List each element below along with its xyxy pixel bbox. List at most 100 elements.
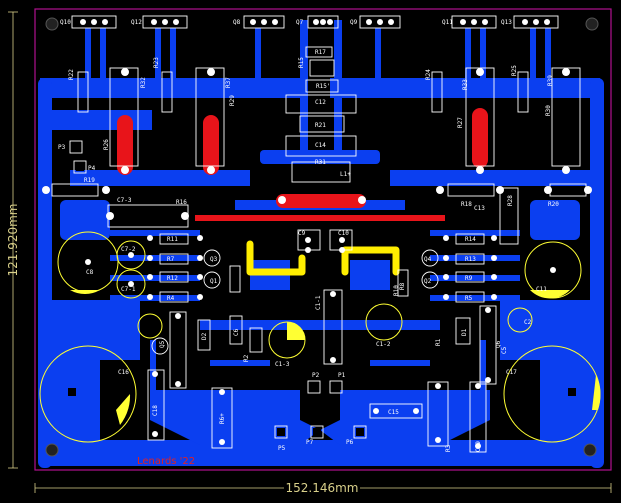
- label-c8: C8: [86, 269, 94, 276]
- label-r1: R1: [435, 338, 442, 346]
- label-p2: P2: [312, 372, 320, 379]
- label-c10: C10: [338, 230, 349, 237]
- label-p1: P1: [338, 372, 346, 379]
- label-r4: R4: [167, 295, 175, 302]
- label-r17: R17: [315, 49, 326, 56]
- label-p7: P7: [306, 439, 314, 446]
- label-r6: R6+: [219, 413, 226, 424]
- board-outline: [34, 8, 612, 471]
- label-c19: C19: [475, 441, 482, 452]
- label-r22: R22: [68, 69, 75, 80]
- signature-text: Lenards '22: [137, 456, 195, 467]
- label-d1: D1: [461, 328, 468, 336]
- label-r19: R19: [84, 177, 95, 184]
- label-r26: R26: [103, 139, 110, 150]
- label-r9: R9: [465, 275, 473, 282]
- right-mid-labels: R18 C13 R28 R20 R14 R13 R9 R5 R8 R10 Q4 …: [393, 195, 559, 452]
- label-d2: D2: [201, 332, 208, 340]
- label-q6: Q6: [495, 340, 502, 348]
- right-resistor-labels: R24 R33 R25 R39 R27 R30: [425, 65, 554, 128]
- label-r16: R16: [176, 199, 187, 206]
- label-c13: C13: [474, 205, 485, 212]
- label-r11: R11: [167, 236, 178, 243]
- label-c1-1: C1-1: [315, 295, 322, 310]
- label-r2: R2: [243, 354, 250, 362]
- label-r24: R24: [425, 69, 432, 80]
- label-r28: R28: [507, 195, 514, 206]
- label-c18: C18: [152, 405, 159, 416]
- label-r12: R12: [167, 275, 178, 282]
- label-r15p: R15': [316, 83, 330, 90]
- label-r7: R7: [167, 256, 175, 263]
- label-c1-3: C1-3: [275, 361, 290, 368]
- label-r15: R15: [298, 57, 305, 68]
- label-r32: R32: [140, 77, 147, 88]
- label-q12: Q12: [131, 19, 142, 26]
- label-r5: R5: [465, 295, 473, 302]
- jumpers: [246, 240, 400, 276]
- label-c16: C16: [118, 369, 129, 376]
- label-q3: Q3: [210, 256, 218, 263]
- label-q5: Q5: [159, 340, 166, 348]
- height-label: 121.920mm: [6, 203, 20, 276]
- label-q10: Q10: [60, 19, 71, 26]
- label-q2: Q2: [424, 278, 432, 285]
- label-c15: C15: [388, 409, 399, 416]
- label-r29: R29: [229, 95, 236, 106]
- label-c11: C11: [536, 286, 547, 293]
- label-q11: Q11: [442, 19, 453, 26]
- label-c5: C5: [501, 346, 508, 354]
- c1-2-capacitor: [365, 303, 403, 341]
- label-c7-1: C7-1: [121, 286, 136, 293]
- c7-1-capacitor: [116, 269, 146, 299]
- label-r27: R27: [457, 117, 464, 128]
- c7-2-capacitor: [116, 240, 146, 270]
- label-c6: C6: [233, 328, 240, 336]
- capacitors-large: [39, 231, 601, 443]
- label-r33: R33: [462, 79, 469, 90]
- label-r8: R8: [399, 282, 406, 290]
- c2-capacitor: [507, 307, 533, 333]
- pads: [42, 17, 599, 457]
- label-c2: C2: [524, 319, 532, 326]
- label-r14: R14: [465, 236, 476, 243]
- label-r25: R25: [511, 65, 518, 76]
- label-c7-2: C7-2: [121, 246, 136, 253]
- label-r20: R20: [548, 201, 559, 208]
- c16-capacitor: [39, 345, 137, 443]
- label-q1: Q1: [210, 278, 218, 285]
- left-mid-labels: P3 P4 R19 C7-3 R16 R11 R7 R12 R4 C7-2 C7…: [58, 144, 290, 424]
- label-c7-3: C7-3: [117, 197, 132, 204]
- label-r21: R21: [315, 122, 326, 129]
- label-q13: Q13: [501, 19, 512, 26]
- label-l1: L1+: [340, 171, 351, 178]
- label-c9: C9: [298, 230, 306, 237]
- label-c12: C12: [315, 99, 326, 106]
- label-r23: R23: [153, 57, 160, 68]
- label-r39: R39: [547, 75, 554, 86]
- label-r3: R3: [445, 444, 452, 452]
- label-p4: P4: [88, 165, 96, 172]
- label-p3: P3: [58, 144, 66, 151]
- top-copper: [117, 108, 488, 221]
- label-p6: P6: [346, 439, 354, 446]
- label-r13: R13: [465, 256, 476, 263]
- width-label: 152.146mm: [285, 481, 358, 495]
- label-q4: Q4: [424, 256, 432, 263]
- label-r37: R37: [225, 77, 232, 88]
- center-mid-labels: C9 C10 C1-1 C1-2 C15 P1 P2 P5 P6 P7: [278, 230, 399, 452]
- label-q7: Q7: [296, 19, 304, 26]
- label-r30: R30: [545, 105, 552, 116]
- label-c1-2: C1-2: [376, 341, 391, 348]
- capacitor-polarity: [70, 290, 601, 425]
- label-r18: R18: [461, 201, 472, 208]
- label-q8: Q8: [233, 19, 241, 26]
- label-q9: Q9: [350, 19, 358, 26]
- c3-capacitor: [137, 313, 163, 339]
- center-top-labels: R17 R15 R15' C12 R21 C14 R31 L1+: [298, 49, 351, 178]
- label-r10: R10: [393, 285, 400, 296]
- transistor-labels: Q10 Q12 Q8 Q7 Q9 Q11 Q13: [60, 19, 512, 26]
- left-resistor-labels: R22 R32 R23 R37 R26 R29: [68, 57, 236, 150]
- dimension-height: [8, 11, 18, 469]
